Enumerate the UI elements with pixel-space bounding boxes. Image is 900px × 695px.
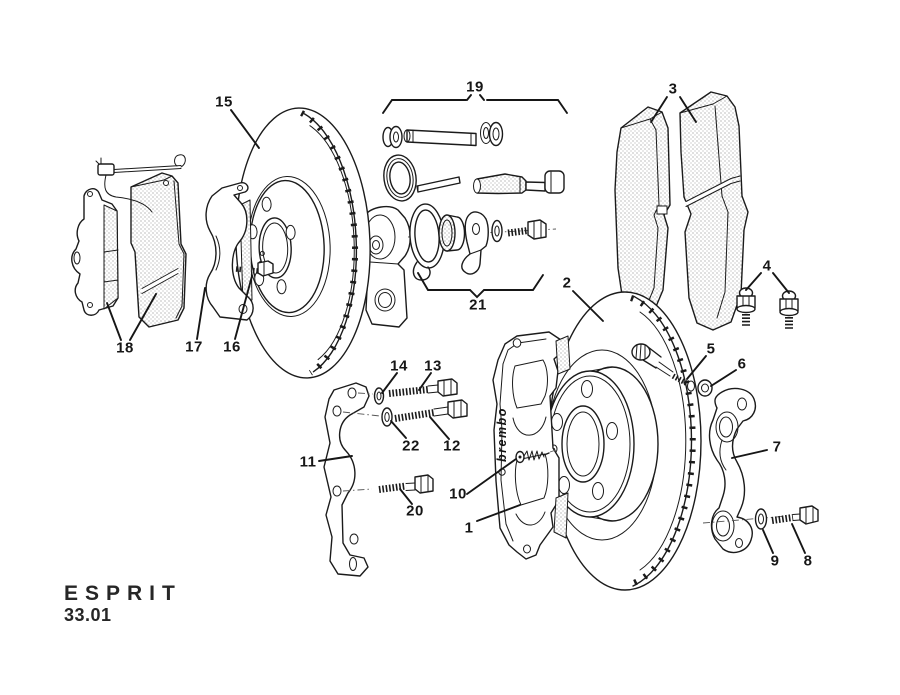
kit-19-bracket-line bbox=[382, 94, 568, 114]
caliper-mounting-bracket bbox=[702, 387, 789, 554]
page-code: 33.01 bbox=[64, 605, 112, 625]
caliper-mount-hole-top bbox=[512, 338, 522, 348]
spring-clip bbox=[409, 203, 445, 281]
callout-10: 10 bbox=[449, 485, 467, 503]
bleed-screw-b bbox=[779, 290, 799, 329]
kit-21-brace-line bbox=[417, 272, 544, 299]
callout-20: 20 bbox=[406, 502, 424, 520]
caliper-brand-text: brembo bbox=[495, 407, 509, 462]
callout-16: 16 bbox=[223, 338, 241, 356]
callout-8: 8 bbox=[803, 552, 813, 570]
callout-11: 11 bbox=[299, 453, 317, 471]
wear-indicator-wire bbox=[95, 154, 186, 213]
brake-disc-right bbox=[545, 291, 702, 591]
kit-bolt bbox=[507, 219, 547, 240]
callout-9: 9 bbox=[770, 552, 780, 570]
adapter-plate bbox=[323, 382, 381, 577]
callout-14: 14 bbox=[390, 357, 408, 375]
bleed-screw-a bbox=[736, 287, 756, 326]
callout-1: 1 bbox=[464, 519, 474, 537]
washer-22 bbox=[381, 407, 393, 427]
callout-17: 17 bbox=[185, 338, 203, 356]
retainer-clip bbox=[461, 211, 489, 275]
bolt-13 bbox=[388, 378, 458, 397]
washer-9 bbox=[754, 508, 768, 530]
callout-13: 13 bbox=[424, 357, 442, 375]
washer-small bbox=[491, 219, 503, 243]
disc-vent-slots bbox=[300, 110, 359, 376]
guide-sleeve bbox=[473, 170, 565, 195]
brake-pads-left bbox=[71, 172, 187, 328]
callout-7: 7 bbox=[772, 438, 782, 456]
callout-leader-lines bbox=[106, 96, 806, 554]
callout-19: 19 bbox=[466, 78, 484, 96]
callout-22: 22 bbox=[402, 437, 420, 455]
piston bbox=[438, 214, 466, 252]
caliper-mount-hole-bottom bbox=[523, 544, 531, 554]
callout-5: 5 bbox=[706, 340, 716, 358]
brake-caliper: brembo bbox=[492, 331, 571, 560]
pad-carrier-bracket bbox=[205, 181, 254, 321]
hub-carrier bbox=[358, 205, 411, 328]
pad-spring-screw bbox=[515, 449, 557, 464]
footer: ESPRIT 33.01 bbox=[64, 582, 182, 626]
callout-18: 18 bbox=[116, 339, 134, 357]
brake-pads-right bbox=[614, 91, 749, 331]
callout-2: 2 bbox=[562, 274, 572, 292]
brake-disc-left bbox=[235, 107, 371, 379]
disc-retaining-stud bbox=[631, 343, 695, 392]
piston-service-kit bbox=[407, 203, 557, 299]
callout-15: 15 bbox=[215, 93, 233, 111]
disc-center-bore-right bbox=[561, 405, 605, 483]
seal-ring bbox=[383, 154, 417, 202]
washer-6 bbox=[697, 379, 713, 397]
callout-6: 6 bbox=[737, 355, 747, 373]
bolt-12 bbox=[394, 399, 468, 422]
callout-21: 21 bbox=[469, 296, 487, 314]
bolt-8 bbox=[771, 505, 819, 525]
callout-3: 3 bbox=[668, 80, 678, 98]
guide-pin-kit bbox=[382, 94, 568, 202]
model-name: ESPRIT bbox=[64, 582, 182, 605]
bolt-20 bbox=[378, 474, 434, 494]
callout-12: 12 bbox=[443, 437, 461, 455]
callout-4: 4 bbox=[762, 257, 772, 275]
washer-14 bbox=[373, 387, 385, 405]
